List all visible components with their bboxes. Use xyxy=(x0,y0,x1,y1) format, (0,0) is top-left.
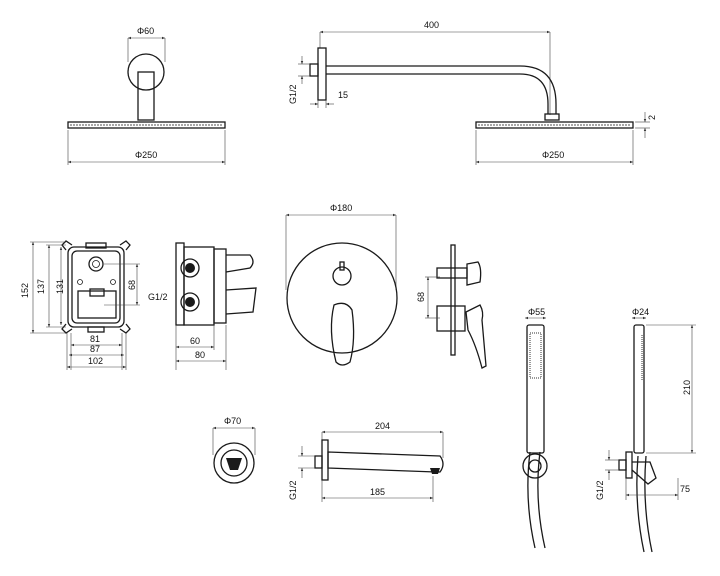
dim-plate-diameter: Φ180 xyxy=(330,203,352,213)
dim-box-width-outer: 102 xyxy=(88,356,103,366)
dim-box-width-inner: 81 xyxy=(90,334,100,344)
dim-box-height-outer: 152 xyxy=(20,283,30,298)
dim-holder-height: 210 xyxy=(682,380,692,395)
dim-arm-thread: G1/2 xyxy=(288,84,298,104)
dim-spout-length-lower: 185 xyxy=(370,487,385,497)
dim-box-depth-outer: 80 xyxy=(195,350,205,360)
dim-spout-length: 204 xyxy=(375,421,390,431)
concealed-box-side-view: G1/2 60 80 xyxy=(148,242,257,370)
dim-head-thickness: 2 xyxy=(647,115,657,120)
dim-outlet-diameter: Φ70 xyxy=(224,416,241,426)
mixer-plate-front-view: Φ180 xyxy=(285,203,398,366)
dim-box-outlet-spacing: 68 xyxy=(127,280,137,290)
dim-hand-shower-diameter: Φ55 xyxy=(528,307,545,317)
shower-arm-side-view: 400 G1/2 15 2 Φ250 xyxy=(288,20,657,165)
dim-arm-head-diameter: Φ250 xyxy=(542,150,564,160)
dim-box-height-mid: 137 xyxy=(36,279,46,294)
concealed-box-front-view: 152 137 131 68 81 87 102 xyxy=(20,240,140,370)
dim-arm-flange: 15 xyxy=(338,90,348,100)
dim-box-thread: G1/2 xyxy=(148,292,168,302)
dim-box-width-mid: 87 xyxy=(90,344,100,354)
dim-holder-projection: 75 xyxy=(680,484,690,494)
hand-shower-holder-view: Φ24 210 G1/2 75 xyxy=(595,307,696,553)
dim-holder-diameter: Φ24 xyxy=(632,307,649,317)
dim-arm-length: 400 xyxy=(424,20,439,30)
hand-shower-view: Φ55 xyxy=(522,307,548,549)
overhead-shower-front-view: Φ60 Φ250 xyxy=(67,26,226,165)
wall-outlet-view: Φ70 xyxy=(212,416,256,484)
dim-holder-thread: G1/2 xyxy=(595,480,605,500)
dim-overhead-head-diameter: Φ250 xyxy=(135,150,157,160)
spout-side-view: 204 G1/2 185 xyxy=(288,421,444,502)
mixer-side-view: 68 xyxy=(416,244,487,369)
dim-box-height-inner: 131 xyxy=(55,279,65,294)
dim-spout-thread: G1/2 xyxy=(288,480,298,500)
dim-box-depth-inner: 60 xyxy=(190,336,200,346)
dim-overhead-top-diameter: Φ60 xyxy=(137,26,154,36)
dim-mixer-spacing: 68 xyxy=(416,292,426,302)
